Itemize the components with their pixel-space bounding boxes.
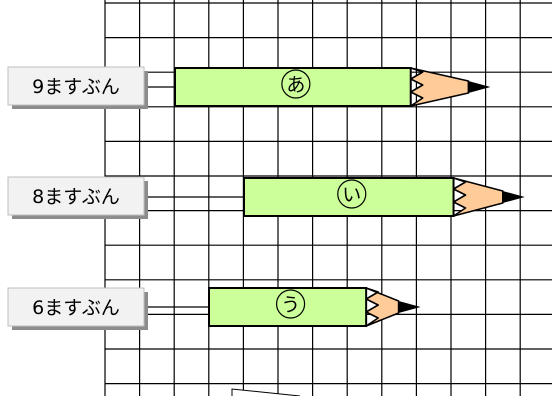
length-label: 8ますぶん bbox=[32, 186, 120, 208]
partial-callout-shape bbox=[231, 388, 301, 396]
pencil-mark: あ bbox=[286, 74, 305, 96]
length-label: 6ますぶん bbox=[32, 297, 120, 319]
pencil-i: 8ますぶん い bbox=[7, 176, 525, 219]
pencil-lead-tip bbox=[502, 191, 525, 203]
pencil-mark-circle bbox=[281, 69, 311, 99]
pencil-mark-circle bbox=[337, 179, 367, 209]
label-box bbox=[7, 287, 145, 327]
label-box bbox=[7, 176, 145, 216]
pencil-mark: い bbox=[342, 184, 361, 206]
label-box bbox=[7, 66, 145, 106]
pencil-mark: う bbox=[281, 294, 300, 316]
pencil-body bbox=[208, 287, 368, 327]
length-label: 9ますぶん bbox=[32, 76, 120, 98]
pencil-a: 9ますぶん あ bbox=[7, 66, 491, 109]
pencil-body bbox=[243, 177, 455, 217]
pencil-lead-tip bbox=[398, 301, 421, 313]
pencil-u: 6ますぶん う bbox=[7, 287, 421, 330]
pencil-body bbox=[174, 67, 412, 107]
pencil-lead-tip bbox=[468, 81, 491, 93]
pencil-mark-circle bbox=[275, 289, 306, 319]
